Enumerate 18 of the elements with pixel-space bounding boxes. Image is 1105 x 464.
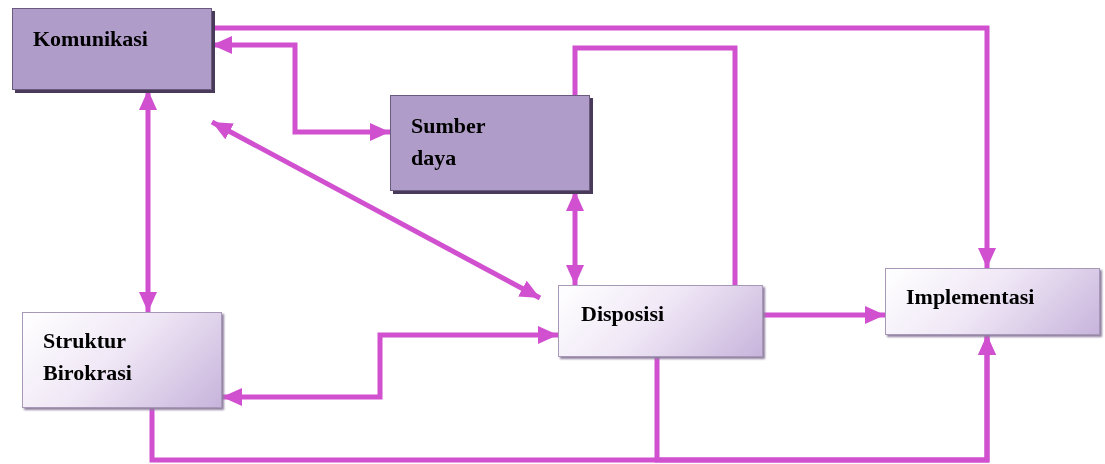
process-box	[558, 285, 763, 357]
arrow	[654, 335, 996, 463]
arrow	[212, 25, 996, 268]
process-box	[885, 268, 1100, 335]
box-label: Komunikasi	[33, 25, 148, 53]
arrow	[210, 119, 542, 301]
arrow	[222, 326, 558, 406]
box-label: Struktur Birokrasi	[43, 327, 133, 387]
process-box	[12, 8, 212, 90]
arrow	[139, 90, 157, 312]
process-box	[22, 312, 222, 408]
arrow	[212, 36, 390, 141]
arrow	[566, 191, 584, 285]
box-label: Implementasi	[906, 283, 1035, 311]
box-label: Disposisi	[581, 300, 665, 328]
process-box	[390, 95, 590, 191]
arrow	[763, 306, 885, 324]
box-label: Sumber daya	[411, 112, 487, 172]
